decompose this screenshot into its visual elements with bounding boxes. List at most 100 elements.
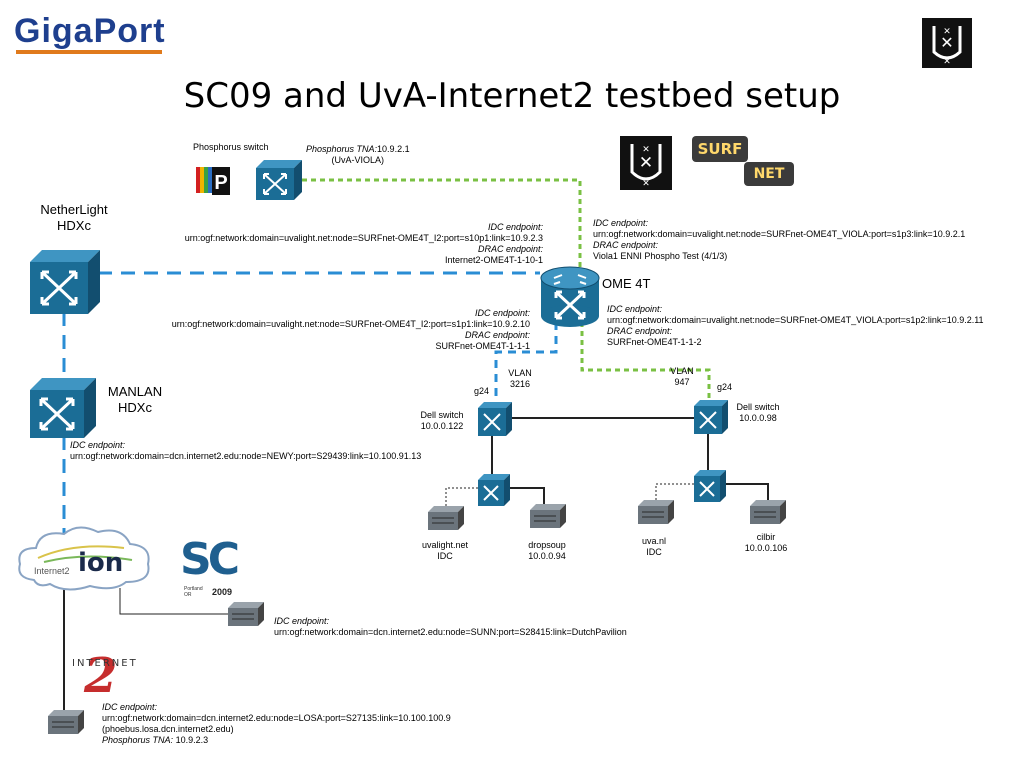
uva-emblem-icon: ✕ ✕ ✕ — [630, 144, 662, 189]
surfnet-logo: SURF NET — [692, 136, 796, 188]
server-icon — [428, 506, 464, 530]
internet2-logo-two: 2 — [84, 648, 118, 704]
phosphorus-tna-block: Phosphorus TNA:10.9.2.1 (UvA-VIOLA) — [306, 144, 410, 166]
cloud-icon — [18, 526, 150, 591]
g24-right-label: g24 — [717, 382, 733, 392]
link-sub-dropsoup — [506, 487, 545, 508]
server-role: IDC — [646, 547, 662, 557]
vlan-left-label: VLAN 3216 — [500, 368, 540, 390]
drac-endpoint-value: SURFnet-OME4T-1-1-2 — [607, 337, 702, 347]
idc-endpoint-value: urn:ogf:network:domain=uvalight.net:node… — [184, 233, 543, 243]
server-role: IDC — [437, 551, 453, 561]
internet2-logo-text: INTERNET — [72, 658, 138, 669]
server-icon — [638, 500, 674, 524]
phosphorus-tna-label: Phosphorus TNA: — [306, 144, 378, 154]
sc-logo-big: SC — [180, 534, 240, 585]
dell-switch-right-label: Dell switch 10.0.0.98 — [728, 402, 788, 424]
server-ip: 10.0.0.106 — [744, 543, 788, 553]
dell-switch-left-label: Dell switch 10.0.0.122 — [412, 410, 472, 432]
switch-icon — [30, 250, 100, 314]
idc-endpoint-value: urn:ogf:network:domain=dcn.internet2.edu… — [274, 627, 627, 637]
phosphorus-p-icon: P — [196, 167, 230, 195]
link-sub-cilbir — [722, 483, 769, 502]
idc-endpoint-label: IDC endpoint: — [607, 304, 663, 314]
idc-endpoint-label: IDC endpoint: — [274, 616, 330, 626]
drac-endpoint-value: Internet2-OME4T-1-10-1 — [444, 255, 543, 265]
vlan-id: 3216 — [509, 379, 531, 389]
page-title: SC09 and UvA-Internet2 testbed setup — [183, 76, 841, 116]
router-icon — [540, 266, 600, 327]
losa-hostname: (phoebus.losa.dcn.internet2.edu) — [102, 724, 234, 734]
manlan-name: MANLAN — [107, 384, 163, 399]
switch-icon — [478, 402, 512, 436]
uva-logo-middle: ✕ ✕ ✕ — [620, 136, 672, 190]
sc-logo-city: Portland OR — [184, 586, 203, 598]
svg-text:✕: ✕ — [639, 153, 653, 173]
drac-endpoint-value: Viola1 ENNI Phospho Test (4/1/3) — [593, 251, 728, 261]
server-icon — [530, 504, 566, 528]
internet2-logo: 2 INTERNET — [70, 648, 140, 704]
switch-icon — [30, 378, 96, 438]
idc-endpoint-label: IDC endpoint: — [102, 702, 158, 712]
gigaport-logo-underline — [16, 50, 162, 54]
link-sub-uvanl — [655, 483, 694, 502]
viola-p3-endpoint-block: IDC endpoint: urn:ogf:network:domain=uva… — [593, 218, 965, 262]
gigaport-logo-text: GigaPort — [14, 12, 166, 50]
losa-endpoint-block: IDC endpoint: urn:ogf:network:domain=dcn… — [102, 702, 451, 746]
phosphorus-logo: P — [196, 165, 232, 197]
server-icon — [228, 602, 264, 626]
newy-endpoint-block: IDC endpoint: urn:ogf:network:domain=dcn… — [70, 440, 421, 462]
phosphorus-tna-value: 10.9.2.3 — [175, 735, 209, 745]
phosphorus-tna-value: 10.9.2.1 — [377, 144, 410, 154]
idc-endpoint-value: urn:ogf:network:domain=uvalight.net:node… — [593, 229, 966, 239]
idc-endpoint-value: urn:ogf:network:domain=uvalight.net:node… — [171, 319, 530, 329]
sunn-endpoint-block: IDC endpoint: urn:ogf:network:domain=dcn… — [274, 616, 627, 638]
drac-endpoint-value: SURFnet-OME4T-1-1-1 — [435, 341, 530, 351]
idc-endpoint-label: IDC endpoint: — [70, 440, 126, 450]
cilbir-label: cilbir 10.0.0.106 — [734, 532, 798, 554]
vlan-label: VLAN — [670, 366, 694, 376]
drac-endpoint-label: DRAC endpoint: — [593, 240, 659, 250]
idc-endpoint-value: urn:ogf:network:domain=dcn.internet2.edu… — [70, 451, 422, 461]
drac-endpoint-label: DRAC endpoint: — [607, 326, 673, 336]
switch-icon — [694, 400, 728, 434]
surfnet-logo-surf: SURF — [697, 140, 743, 158]
idc-endpoint-label: IDC endpoint: — [474, 308, 530, 318]
link-phosphorus-ome — [302, 178, 582, 272]
manlan-type: HDXc — [118, 400, 152, 415]
svg-text:P: P — [214, 172, 227, 194]
dell-switch-ip: 10.0.0.122 — [420, 421, 464, 431]
phosphorus-tna-label: Phosphorus TNA: — [102, 735, 174, 745]
vlan-right-label: VLAN 947 — [662, 366, 702, 388]
ion-logo-small: Internet2 — [34, 566, 70, 576]
i2-p1-endpoint-block: IDC endpoint: urn:ogf:network:domain=uva… — [172, 308, 530, 352]
surfnet-logo-bottom: NET — [744, 162, 794, 186]
vlan-id: 947 — [674, 377, 690, 387]
phosphorus-switch-label: Phosphorus switch — [193, 142, 269, 152]
netherlight-type: HDXc — [57, 218, 91, 233]
server-name: dropsoup — [528, 540, 566, 550]
surfnet-logo-net: NET — [753, 166, 785, 182]
dell-switch-name: Dell switch — [736, 402, 780, 412]
switch-icon — [256, 160, 302, 200]
ion-logo-big: ion — [78, 548, 124, 578]
switch-icon — [478, 474, 510, 506]
internet2-ion-cloud: Internet2 ion — [14, 522, 154, 594]
svg-text:✕: ✕ — [940, 33, 953, 52]
uvanl-label: uva.nl IDC — [624, 536, 684, 558]
idc-endpoint-label: IDC endpoint: — [487, 222, 543, 232]
link-ion-sc-server — [119, 588, 232, 615]
ome-label: OME 4T — [602, 276, 651, 291]
phosphorus-tna-sub: (UvA-VIOLA) — [331, 155, 385, 165]
netherlight-endpoint-block: IDC endpoint: urn:ogf:network:domain=uva… — [185, 222, 543, 266]
server-name: uva.nl — [641, 536, 667, 546]
idc-endpoint-value: urn:ogf:network:domain=uvalight.net:node… — [607, 315, 984, 325]
svg-text:✕: ✕ — [943, 27, 951, 37]
server-icon — [750, 500, 786, 524]
uvalight-label: uvalight.net IDC — [410, 540, 480, 562]
link-sub-uvalight — [445, 487, 478, 510]
viola-p2-endpoint-block: IDC endpoint: urn:ogf:network:domain=uva… — [607, 304, 984, 348]
uva-logo-top: ✕ ✕ ✕ — [922, 18, 972, 68]
dropsoup-label: dropsoup 10.0.0.94 — [512, 540, 582, 562]
